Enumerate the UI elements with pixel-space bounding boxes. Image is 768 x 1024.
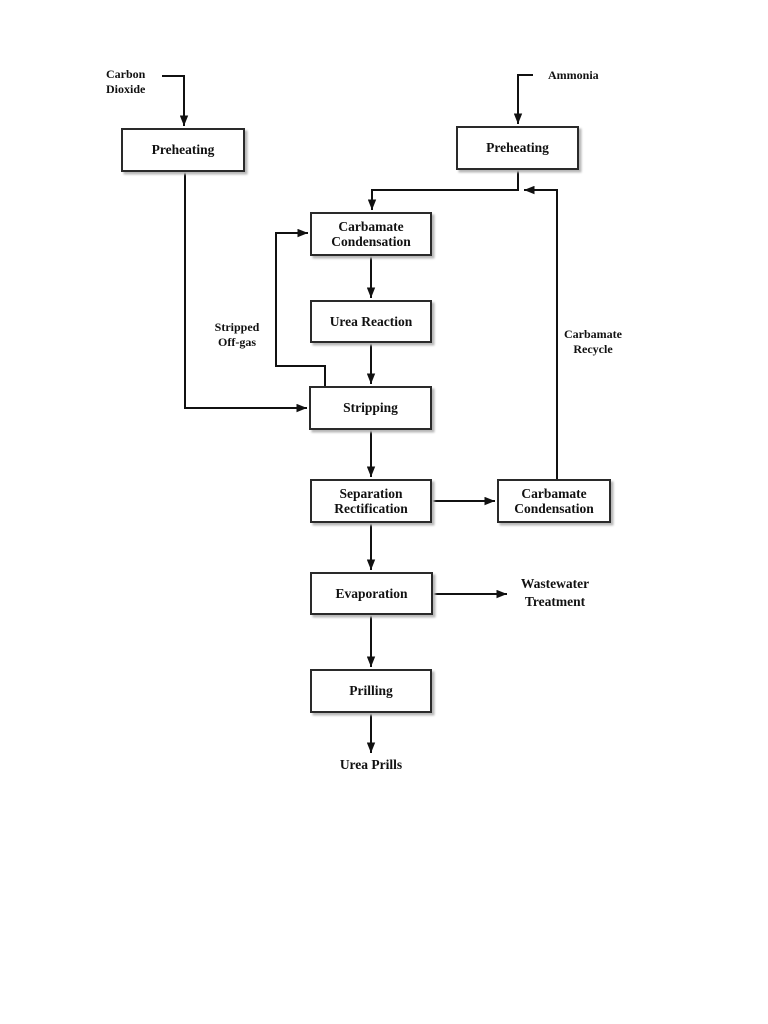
- flow-arrow-carbon-dioxide-feed: [162, 75, 189, 126]
- node-separation-rectification: Separation Rectification: [310, 479, 432, 523]
- label-wastewater-treatment: Wastewater Treatment: [520, 576, 590, 610]
- node-prilling: Prilling: [310, 669, 432, 713]
- label-urea-prills: Urea Prills: [339, 757, 403, 772]
- node-urea-reaction: Urea Reaction: [310, 300, 432, 343]
- node-preheating-co2: Preheating: [121, 128, 245, 172]
- flow-arrow-co2-preheating-to-stripping: [184, 172, 307, 413]
- node-carbamate-condensation-1: Carbamate Condensation: [310, 212, 432, 256]
- flow-arrow-carbamate-recycle-return: [524, 185, 558, 479]
- flow-arrow-ammonia-feed: [513, 74, 533, 124]
- flow-arrow-nh3-preheating-to-carbamate-condensation: [367, 170, 519, 210]
- node-carbamate-condensation-2: Carbamate Condensation: [497, 479, 611, 523]
- label-carbamate-recycle: Carbamate Recycle: [564, 327, 622, 356]
- node-stripping: Stripping: [309, 386, 432, 430]
- node-evaporation: Evaporation: [310, 572, 433, 615]
- label-ammonia: Ammonia: [548, 68, 599, 82]
- label-carbon-dioxide: Carbon Dioxide: [106, 67, 146, 96]
- label-stripped-off-gas: Stripped Off-gas: [214, 320, 260, 349]
- node-preheating-nh3: Preheating: [456, 126, 579, 170]
